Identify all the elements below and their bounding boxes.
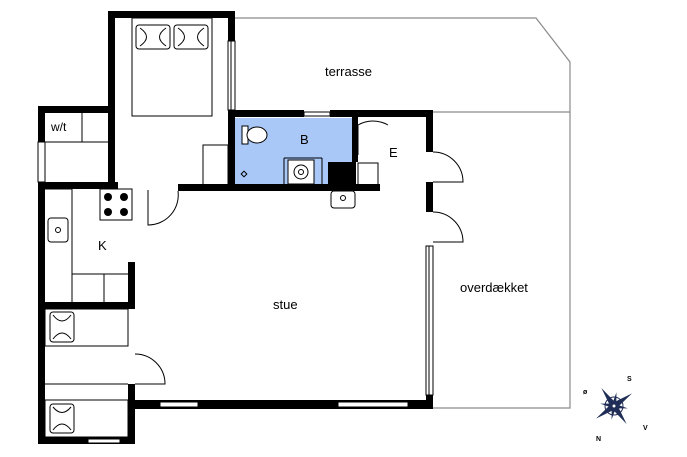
compass-north: N — [596, 436, 602, 443]
wall — [38, 106, 113, 113]
shower-tray — [287, 159, 315, 185]
outdoor-outlines — [232, 17, 571, 409]
bath-fixtures — [240, 125, 315, 185]
wall — [108, 11, 235, 18]
pillow-detail — [52, 314, 72, 340]
burner — [104, 208, 112, 216]
window — [37, 141, 46, 183]
kitchen-label: K — [98, 238, 107, 253]
wall — [128, 384, 135, 444]
wall — [426, 182, 433, 212]
pillow — [49, 403, 75, 434]
living-room-label: stue — [273, 297, 298, 312]
wc-label: w/t — [51, 120, 67, 134]
wall — [128, 262, 135, 308]
wall — [328, 162, 356, 190]
door-swing — [432, 211, 464, 243]
window — [87, 438, 121, 444]
burner — [120, 208, 128, 216]
shower-drain — [298, 169, 304, 175]
compass-point — [613, 406, 627, 425]
bed-frame — [44, 399, 129, 438]
door-swing — [147, 190, 179, 226]
compass-west: V — [643, 425, 648, 432]
burner — [120, 193, 128, 201]
bath-label: B — [300, 132, 309, 147]
sink-drain — [340, 195, 346, 201]
covered-area-outline — [428, 112, 571, 409]
window — [159, 401, 199, 408]
terrace-outline — [232, 17, 571, 115]
burner — [104, 193, 112, 201]
compass-ring — [604, 396, 624, 416]
stove — [99, 188, 133, 221]
sink — [330, 190, 356, 209]
pillow-detail — [52, 406, 72, 431]
wall — [38, 106, 45, 142]
covered-area-label: overdækket — [460, 280, 528, 295]
compass-point — [600, 403, 614, 408]
kitchen-sink — [47, 217, 69, 243]
wall — [108, 11, 115, 187]
shower-drain — [293, 164, 309, 180]
door-swing — [134, 353, 166, 385]
pillow — [49, 311, 75, 343]
wall — [38, 182, 45, 444]
compass-point — [612, 392, 617, 406]
wall — [178, 184, 380, 191]
bed-frame — [131, 17, 213, 117]
door-swing — [432, 151, 464, 183]
compass-point — [601, 387, 615, 406]
window — [337, 401, 409, 408]
wall — [38, 437, 135, 444]
window — [303, 111, 331, 117]
wall — [228, 11, 235, 41]
entry-cupboard — [357, 162, 379, 186]
compass-point — [614, 404, 628, 409]
terrace-label: terrasse — [325, 64, 372, 79]
wall — [228, 110, 235, 190]
entry-label: E — [389, 145, 398, 160]
compass-rose — [595, 387, 633, 425]
compass-center — [611, 403, 617, 409]
sink-basin — [47, 217, 69, 243]
wall — [426, 110, 433, 152]
compass-east: ø — [583, 389, 588, 396]
wardrobe — [202, 144, 229, 186]
entry-sink — [330, 190, 356, 209]
sink-drain — [55, 227, 61, 233]
floor-drain — [240, 170, 248, 178]
stove-top — [99, 188, 133, 221]
kitchen-counter — [45, 188, 73, 302]
toilet-bowl — [246, 126, 268, 144]
bed-frame — [44, 308, 129, 347]
door-swing — [357, 120, 389, 155]
wall — [128, 400, 433, 409]
compass-point — [595, 405, 614, 419]
wall — [228, 110, 304, 117]
wall — [38, 302, 135, 309]
double-bed — [131, 17, 213, 117]
compass-point — [611, 406, 616, 420]
pillow-detail — [139, 27, 205, 47]
wall — [352, 117, 358, 162]
walls — [38, 11, 433, 444]
compass-point — [614, 393, 633, 407]
pillow — [135, 24, 171, 50]
pillow — [173, 24, 209, 50]
compass-south: S — [627, 376, 632, 383]
doors — [134, 120, 464, 385]
wall — [330, 110, 432, 117]
windows — [37, 40, 434, 444]
single-beds — [44, 308, 129, 438]
wall — [38, 182, 118, 189]
